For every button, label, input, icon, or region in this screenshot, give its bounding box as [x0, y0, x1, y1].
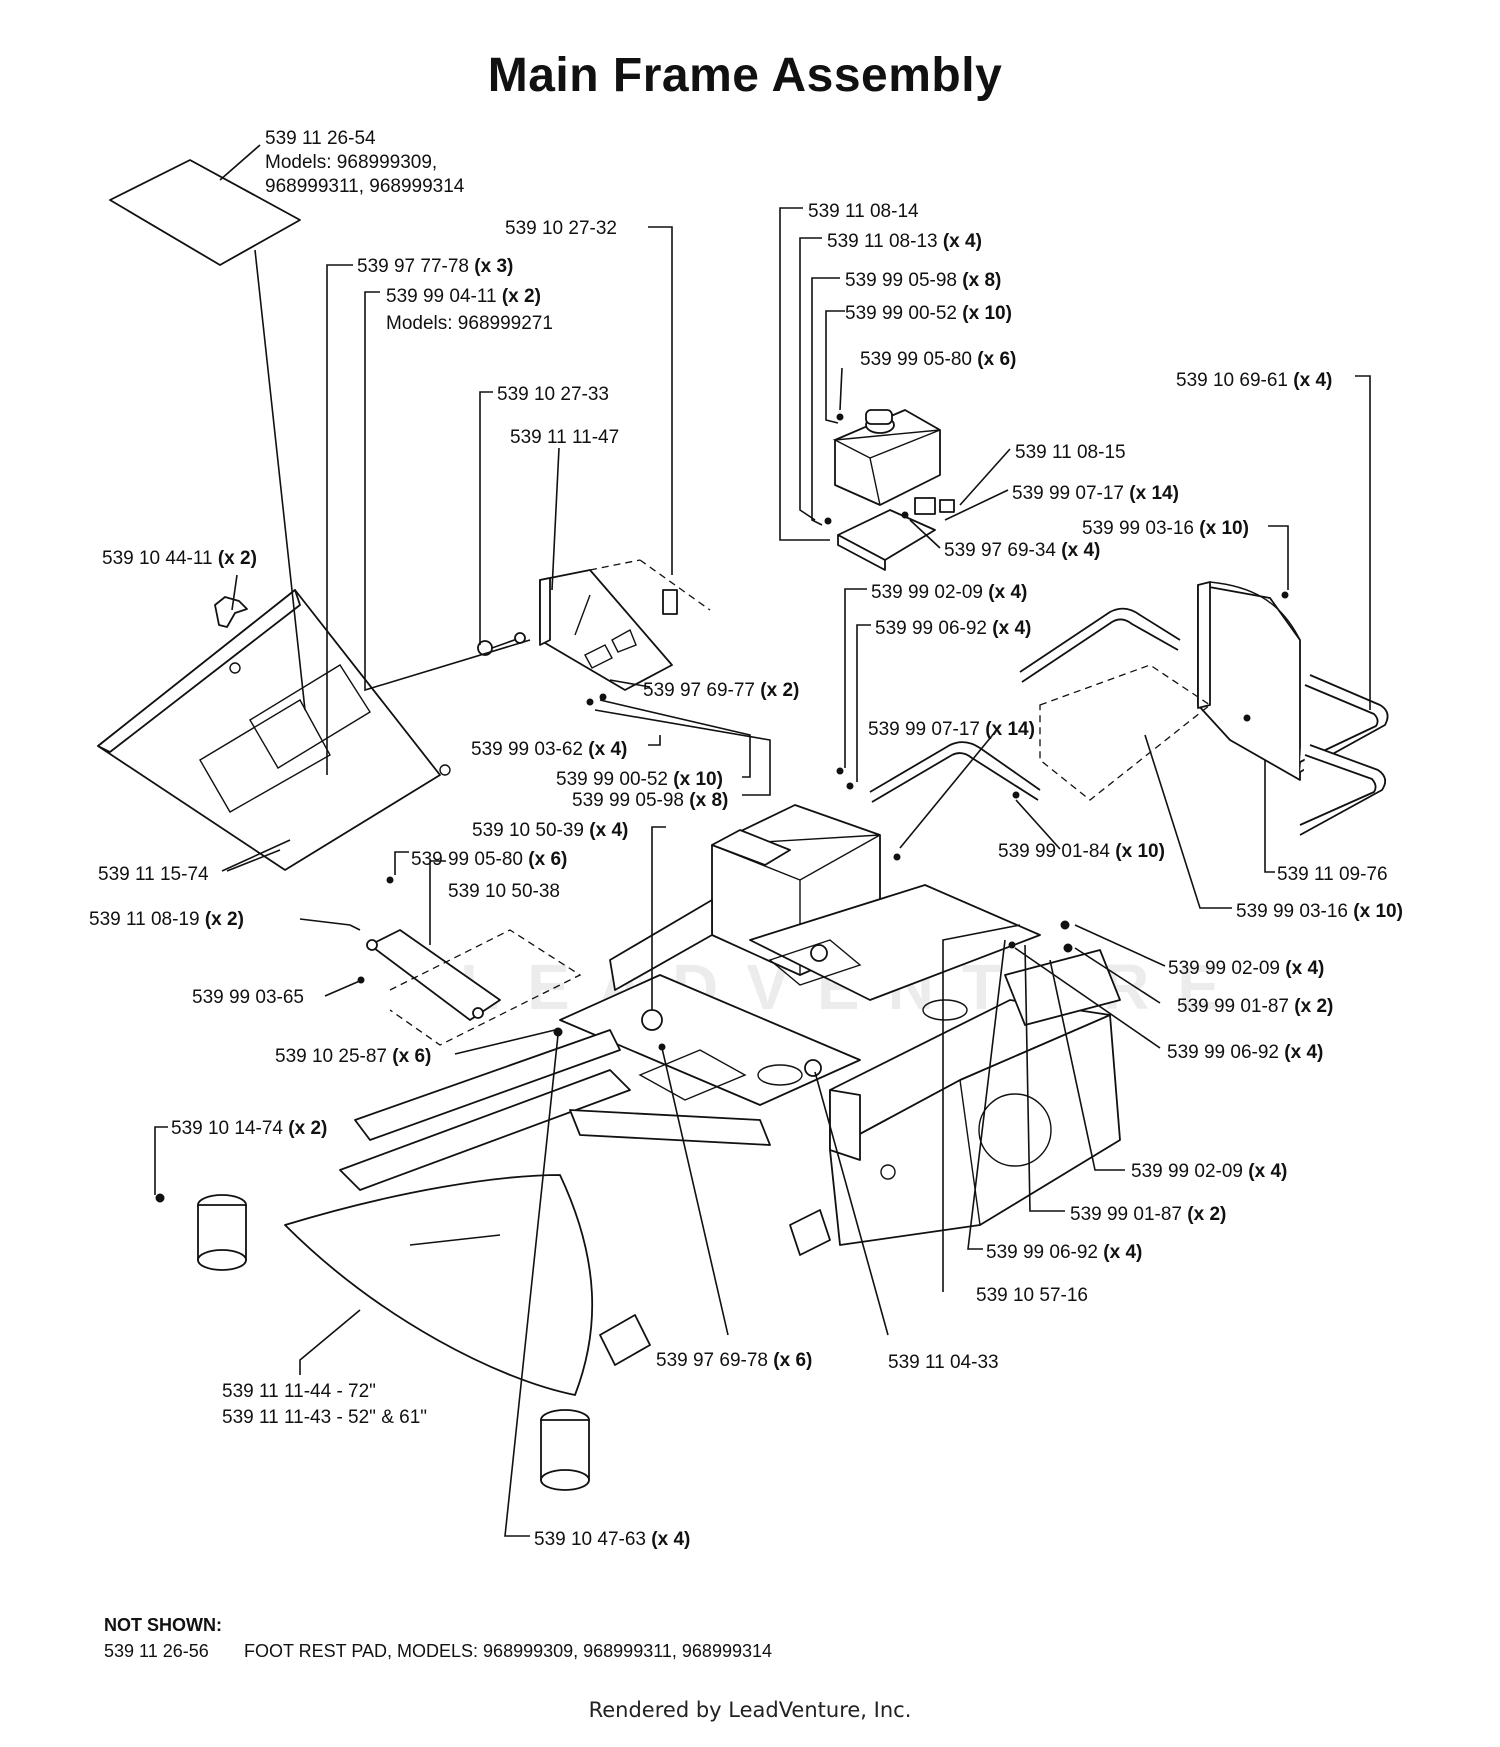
label-539-99-07-17-a: 539 99 07-17 (x 14) [1012, 483, 1179, 504]
seat-bracket-part [477, 559, 711, 691]
label-539-10-25-87: 539 10 25-87 (x 6) [275, 1046, 431, 1067]
main-frame-part [197, 804, 1121, 1491]
label-539-99-01-87-a: 539 99 01-87 (x 2) [1177, 996, 1333, 1017]
label-539-11-11-44: 539 11 11-44 - 72" [222, 1381, 376, 1402]
label-539-99-02-09-c: 539 99 02-09 (x 4) [1131, 1161, 1287, 1182]
label-539-99-06-92-a: 539 99 06-92 (x 4) [875, 618, 1031, 639]
label-539-10-14-74: 539 10 14-74 (x 2) [171, 1118, 327, 1139]
label-539-97-69-34: 539 97 69-34 (x 4) [944, 540, 1100, 561]
label-539-99-00-52-b: 539 99 00-52 (x 10) [556, 769, 723, 790]
label-539-99-03-16-a: 539 99 03-16 (x 10) [1082, 518, 1249, 539]
label-539-99-05-80-b: 539 99 05-80 (x 6) [411, 849, 567, 870]
label-539-99-07-17-b: 539 99 07-17 (x 14) [868, 719, 1035, 740]
footer-credit: Rendered by LeadVenture, Inc. [588, 1698, 912, 1722]
label-539-10-57-16: 539 10 57-16 [976, 1285, 1088, 1306]
label-539-10-50-39: 539 10 50-39 (x 4) [472, 820, 628, 841]
label-539-11-08-14: 539 11 08-14 [808, 201, 919, 222]
knob-part [214, 596, 248, 628]
label-539-99-01-87-b: 539 99 01-87 (x 2) [1070, 1204, 1226, 1225]
label-539-10-47-63: 539 10 47-63 (x 4) [534, 1529, 690, 1550]
label-539-99-01-84: 539 99 01-84 (x 10) [998, 841, 1165, 862]
label-539-97-77-78: 539 97 77-78 (x 3) [357, 256, 513, 277]
label-539-11-04-33: 539 11 04-33 [888, 1352, 999, 1373]
center-bracket-part [366, 929, 582, 1046]
label-539-97-69-78: 539 97 69-78 (x 6) [656, 1350, 812, 1371]
label-539-99-03-65: 539 99 03-65 [192, 987, 304, 1008]
label-539-11-15-74: 539 11 15-74 [98, 864, 209, 885]
label-539-11-08-19: 539 11 08-19 (x 2) [89, 909, 244, 930]
foot-plate-part [97, 589, 451, 871]
label-539-99-05-80-a: 539 99 05-80 (x 6) [860, 349, 1016, 370]
label-539-99-05-98-b: 539 99 05-98 (x 8) [572, 790, 728, 811]
label-models-2: 968999311, 968999314 [265, 176, 465, 197]
label-models-1: Models: 968999309, [265, 152, 437, 173]
label-539-99-02-09-b: 539 99 02-09 (x 4) [1168, 958, 1324, 979]
not-shown-part-number: 539 11 26-56 [104, 1641, 209, 1661]
label-539-99-05-98-a: 539 99 05-98 (x 8) [845, 270, 1001, 291]
label-539-11-11-43: 539 11 11-43 - 52" & 61" [222, 1407, 427, 1428]
label-539-10-27-32: 539 10 27-32 [505, 218, 617, 239]
seat-back-panel-part [1197, 581, 1301, 781]
label-539-11-09-76: 539 11 09-76 [1277, 864, 1388, 885]
fuel-tank-part [832, 409, 955, 571]
label-539-99-04-11: 539 99 04-11 (x 2) [386, 286, 541, 307]
hardware-fasteners [155, 413, 1289, 1203]
label-539-10-44-11: 539 10 44-11 (x 2) [102, 548, 257, 569]
label-539-99-06-92-b: 539 99 06-92 (x 4) [1167, 1042, 1323, 1063]
not-shown-section: NOT SHOWN: 539 11 26-56 FOOT REST PAD, MO… [104, 1612, 772, 1664]
label-539-11-26-54: 539 11 26-54 [265, 128, 376, 149]
page-title: Main Frame Assembly [487, 49, 1003, 102]
label-539-11-08-15: 539 11 08-15 [1015, 442, 1126, 463]
label-539-11-08-13: 539 11 08-13 (x 4) [827, 231, 982, 252]
label-539-99-03-16-b: 539 99 03-16 (x 10) [1236, 901, 1403, 922]
leader-lines [154, 144, 1371, 1537]
label-539-99-03-62: 539 99 03-62 (x 4) [471, 739, 627, 760]
not-shown-heading: NOT SHOWN: [104, 1615, 222, 1635]
not-shown-item: 539 11 26-56 FOOT REST PAD, MODELS: 96899… [104, 1638, 772, 1664]
seat-rail-part [869, 607, 1389, 836]
label-539-10-69-61: 539 10 69-61 (x 4) [1176, 370, 1332, 391]
not-shown-description: FOOT REST PAD, MODELS: 968999309, 968999… [244, 1641, 773, 1661]
label-539-99-00-52-a: 539 99 00-52 (x 10) [845, 303, 1012, 324]
label-539-97-69-77: 539 97 69-77 (x 2) [643, 680, 799, 701]
label-539-99-06-92-c: 539 99 06-92 (x 4) [986, 1242, 1142, 1263]
label-models-968999271: Models: 968999271 [386, 313, 553, 334]
label-539-10-50-38: 539 10 50-38 [448, 881, 560, 902]
label-539-10-27-33: 539 10 27-33 [497, 384, 609, 405]
part-labels: 539 11 26-54 Models: 968999309, 96899931… [89, 128, 1403, 1550]
label-539-99-02-09-a: 539 99 02-09 (x 4) [871, 582, 1027, 603]
label-539-11-11-47: 539 11 11-47 [510, 427, 619, 448]
foot-rest-pad-part [109, 159, 301, 266]
